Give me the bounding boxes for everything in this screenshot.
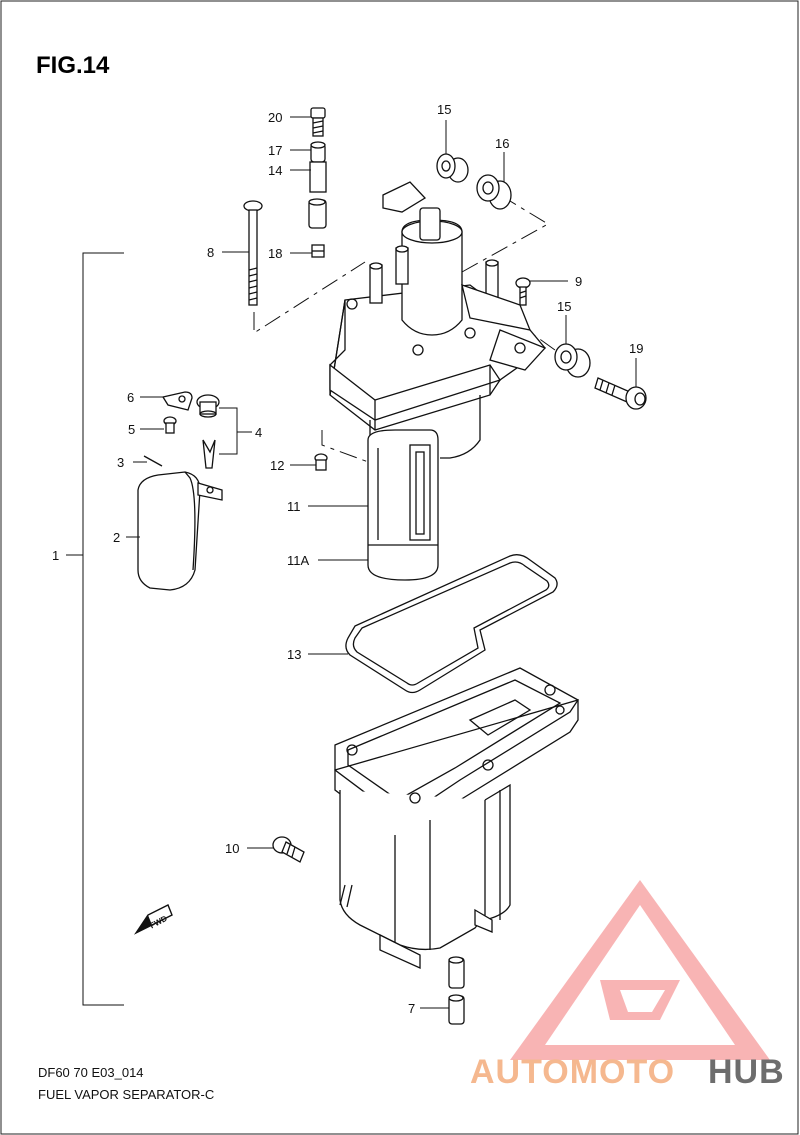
fwd-arrow-icon: FWD <box>133 904 173 935</box>
watermark-text: AUTOMOTO HUB <box>470 1053 785 1091</box>
part-6-clip <box>161 391 193 411</box>
callout-11: 11 <box>287 499 301 514</box>
part-5-screw <box>163 416 177 434</box>
part-20-cap <box>310 107 326 137</box>
callout-5: 5 <box>128 422 135 437</box>
assembly-bracket <box>66 252 124 1006</box>
part-7-hose <box>448 956 465 1025</box>
part-19-bolt <box>594 377 647 410</box>
callout-15-right: 15 <box>557 299 571 314</box>
part-10-bolt <box>272 836 305 863</box>
callout-16: 16 <box>495 136 509 151</box>
callout-14: 14 <box>268 163 282 178</box>
callout-3: 3 <box>117 455 124 470</box>
callout-6: 6 <box>127 390 134 405</box>
figure-code: DF60 70 E03_014 <box>38 1065 144 1080</box>
part-14-pipe <box>308 161 327 229</box>
part-11-fuel-pump <box>367 429 439 581</box>
callout-11a: 11A <box>287 553 309 568</box>
callout-labels: 1 2 3 4 5 6 7 8 9 10 11 11A 12 13 14 15 … <box>52 102 643 1016</box>
part-17-sleeve <box>310 141 326 163</box>
svg-text:HUB: HUB <box>708 1053 785 1091</box>
float-chamber <box>334 667 579 970</box>
part-8-bolt <box>243 200 263 306</box>
callout-2: 2 <box>113 530 120 545</box>
part-2-float <box>137 471 223 591</box>
callout-8: 8 <box>207 245 214 260</box>
callout-7: 7 <box>408 1001 415 1016</box>
callout-12: 12 <box>270 458 284 473</box>
callout-13: 13 <box>287 647 301 662</box>
watermark-logo <box>510 880 770 1060</box>
svg-text:AUTOMOTO: AUTOMOTO <box>470 1053 675 1091</box>
part-15-grommet-top <box>436 153 469 183</box>
part-12-screw <box>314 453 328 471</box>
vapor-separator-body <box>329 181 547 459</box>
callout-15-top: 15 <box>437 102 451 117</box>
leader-lines <box>126 116 637 1009</box>
part-16-grommet <box>476 174 512 210</box>
callout-18: 18 <box>268 246 282 261</box>
callout-4: 4 <box>255 425 262 440</box>
callout-1: 1 <box>52 548 59 563</box>
part-15-grommet-right <box>554 343 591 378</box>
figure-title: FIG.14 <box>36 52 110 79</box>
part-3-pin <box>143 455 163 467</box>
part-4-needle-valve <box>196 394 220 469</box>
callout-20: 20 <box>268 110 282 125</box>
callout-10: 10 <box>225 841 239 856</box>
callout-19: 19 <box>629 341 643 356</box>
part-9-screw <box>515 277 531 306</box>
callout-9: 9 <box>575 274 582 289</box>
part-18-clip <box>311 244 325 258</box>
part-13-gasket <box>345 554 558 694</box>
callout-17: 17 <box>268 143 282 158</box>
figure-caption: FUEL VAPOR SEPARATOR-C <box>38 1087 214 1102</box>
